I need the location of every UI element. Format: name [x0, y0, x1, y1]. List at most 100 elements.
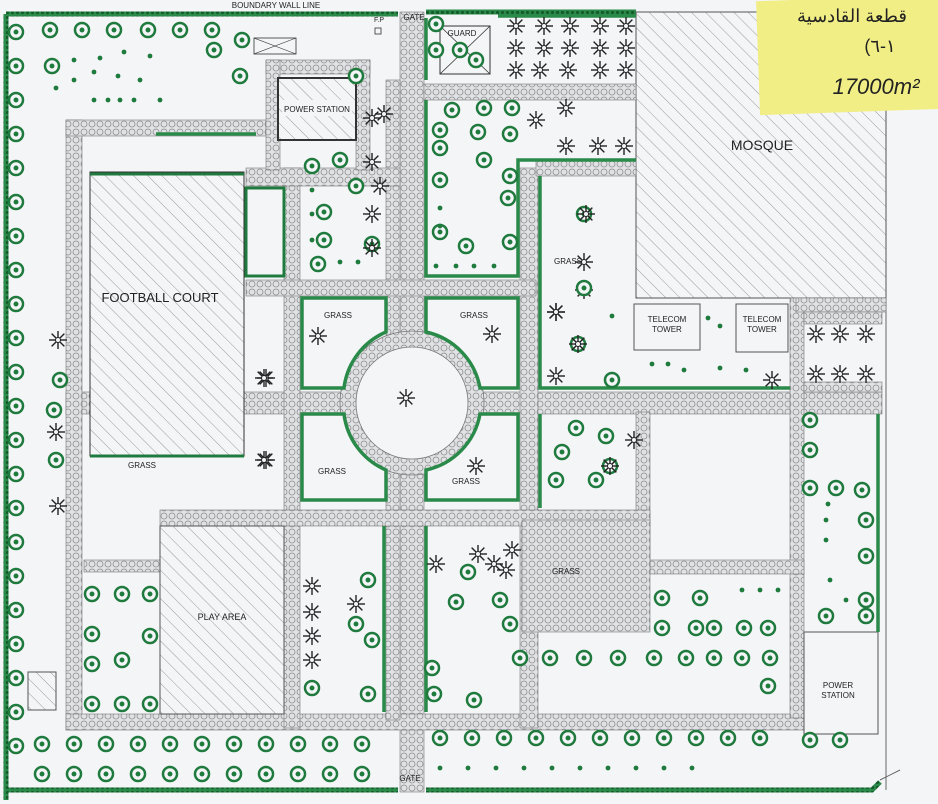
sticky-note: قطعة القادسية (١-٦ 17000m²: [756, 0, 938, 116]
tree-icon: [203, 21, 221, 39]
tree-icon: [193, 735, 211, 753]
tree-icon: [469, 123, 487, 141]
tree-icon: [491, 591, 509, 609]
palm-icon: [625, 431, 643, 449]
tree-icon: [7, 499, 25, 517]
tree-icon: [827, 479, 845, 497]
grass-label-ne: GRASS: [460, 311, 488, 320]
palm-icon: [467, 457, 485, 475]
palm-icon: [363, 109, 381, 127]
palm-icon: [831, 325, 849, 343]
shrub-icon: [309, 187, 315, 193]
tree-icon: [705, 649, 723, 667]
tree-icon: [801, 441, 819, 459]
shrub-icon: [437, 205, 443, 211]
tree-icon: [105, 21, 123, 39]
shrub-icon: [705, 315, 711, 321]
tree-icon: [45, 401, 63, 419]
palm-icon: [507, 39, 525, 57]
shrub-icon: [309, 211, 315, 217]
grass-label-se: GRASS: [452, 477, 480, 486]
tree-icon: [735, 619, 753, 637]
tree-icon: [801, 731, 819, 749]
shrub-icon: [491, 263, 497, 269]
tree-icon: [499, 189, 517, 207]
shrub-icon: [521, 765, 527, 771]
palm-icon: [427, 555, 445, 573]
telecom-label-1b: TOWER: [652, 325, 682, 334]
palm-icon: [557, 137, 575, 155]
palm-icon: [617, 61, 635, 79]
football-court: FOOTBALL COURT: [89, 171, 245, 458]
tree-icon: [7, 227, 25, 245]
palm-icon: [557, 99, 575, 117]
tree-icon: [7, 125, 25, 143]
utility-box: [253, 37, 297, 55]
tree-icon: [655, 729, 673, 747]
shrub-icon: [661, 765, 667, 771]
tree-icon: [321, 765, 339, 783]
tree-icon: [547, 471, 565, 489]
palm-icon: [831, 365, 849, 383]
palm-icon: [507, 17, 525, 35]
shrub-icon: [843, 597, 849, 603]
tree-icon: [751, 729, 769, 747]
tree-icon: [853, 481, 871, 499]
palm-icon: [47, 423, 65, 441]
tree-icon: [141, 627, 159, 645]
tree-icon: [857, 547, 875, 565]
shrub-icon: [147, 53, 153, 59]
telecom-label-1a: TELECOM: [648, 315, 687, 324]
play-area: PLAY AREA: [159, 525, 285, 715]
palm-icon: [591, 61, 609, 79]
tree-icon: [161, 765, 179, 783]
shrub-icon: [71, 57, 77, 63]
tree-icon: [83, 695, 101, 713]
tree-icon: [457, 237, 475, 255]
tree-icon: [443, 101, 461, 119]
tree-icon: [7, 533, 25, 551]
palm-icon: [547, 303, 565, 321]
tree-icon: [7, 567, 25, 585]
guard-label: GUARD: [448, 29, 477, 38]
tree-icon: [321, 735, 339, 753]
palm-icon: [347, 595, 365, 613]
shrub-icon: [689, 765, 695, 771]
telecom-tower-2: TELECOM TOWER: [735, 303, 789, 353]
power-station-bottom: POWER STATION: [803, 631, 879, 735]
tree-icon: [501, 615, 519, 633]
tree-icon: [257, 735, 275, 753]
palm-icon: [469, 545, 487, 563]
shrub-icon: [437, 765, 443, 771]
palm-icon: [49, 331, 67, 349]
tree-icon: [113, 695, 131, 713]
palm-icon: [615, 137, 633, 155]
tree-icon: [7, 635, 25, 653]
tree-icon: [503, 99, 521, 117]
shrub-icon: [471, 263, 477, 269]
tree-icon: [427, 41, 445, 59]
shrub-icon: [121, 49, 127, 55]
palm-icon: [617, 17, 635, 35]
tree-icon: [161, 735, 179, 753]
shrub-icon: [825, 501, 831, 507]
palm-icon: [497, 561, 515, 579]
palm-icon: [375, 105, 393, 123]
gate-label-bottom: GATE: [399, 774, 420, 783]
shrub-icon: [91, 97, 97, 103]
football-court-label: FOOTBALL COURT: [101, 290, 218, 305]
tree-icon: [431, 729, 449, 747]
tree-icon: [467, 51, 485, 69]
tree-icon: [7, 465, 25, 483]
shrub-icon: [355, 259, 361, 265]
tree-icon: [431, 121, 449, 139]
shrub-icon: [437, 223, 443, 229]
tree-icon: [139, 21, 157, 39]
shrub-icon: [823, 537, 829, 543]
tree-icon: [113, 585, 131, 603]
tree-icon: [459, 563, 477, 581]
fire-point-icon: [374, 27, 382, 35]
tree-icon: [363, 631, 381, 649]
tree-icon: [677, 649, 695, 667]
shrub-icon: [665, 361, 671, 367]
